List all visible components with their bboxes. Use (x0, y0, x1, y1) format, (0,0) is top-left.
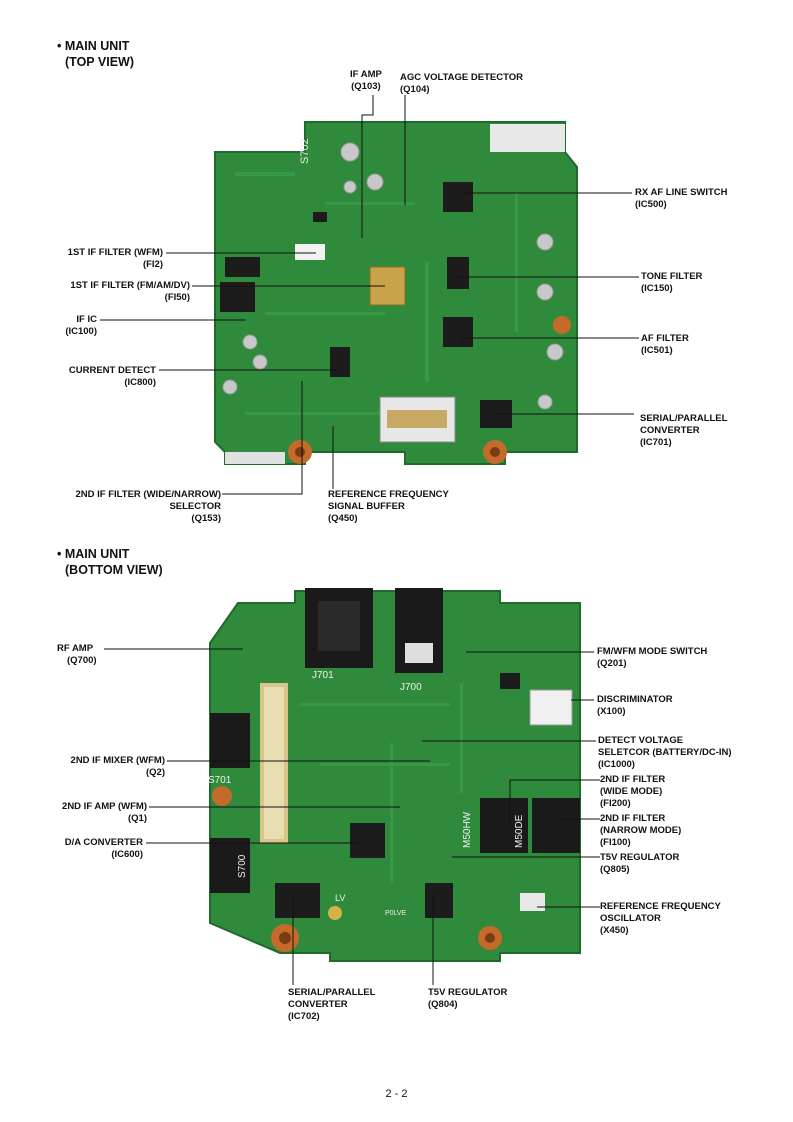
page-number: 2 - 2 (385, 1088, 408, 1100)
top-view-heading: • MAIN UNIT (TOP VIEW) (57, 39, 134, 69)
label-2nd-if-filter-wide: 2ND IF FILTER(WIDE MODE)(FI200) (600, 774, 666, 809)
label-t5v-regulator-q805: T5V REGULATOR(Q805) (600, 852, 680, 875)
silk-s701: S701 (208, 775, 232, 786)
label-af-filter: AF FILTER(IC501) (641, 333, 689, 356)
label-if-ic: IF IC(IC100) (65, 314, 97, 337)
label-fm-wfm-mode-switch: FM/WFM MODE SWITCH(Q201) (597, 646, 708, 669)
main-unit-top-photo: S702 (214, 121, 578, 465)
bottom-view-heading: • MAIN UNIT (BOTTOM VIEW) (57, 547, 163, 577)
label-rf-amp: RF AMP(Q700) (57, 643, 97, 666)
silk-j701: J701 (312, 670, 334, 681)
label-da-converter: D/A CONVERTER(IC600) (64, 837, 143, 860)
label-tone-filter: TONE FILTER(IC150) (641, 271, 703, 294)
label-if-amp: IF AMP(Q103) (350, 69, 382, 92)
main-unit-bottom-photo: J701 J700 S701 S700 M50HW M50DE LV P0LVE (208, 588, 581, 962)
label-1st-if-filter-fm: 1ST IF FILTER (FM/AM/DV)(FI50) (70, 280, 190, 303)
label-rx-af-line-switch: RX AF LINE SWITCH(IC500) (635, 187, 728, 210)
label-2nd-if-filter-selector: 2ND IF FILTER (WIDE/NARROW)SELECTOR(Q153… (75, 489, 221, 524)
silk-s702: S702 (299, 138, 311, 164)
label-discriminator: DISCRIMINATOR(X100) (597, 694, 673, 717)
silk-m50de: M50DE (514, 814, 525, 848)
silk-j700: J700 (400, 682, 422, 693)
label-2nd-if-filter-narrow: 2ND IF FILTER(NARROW MODE)(FI100) (600, 813, 682, 848)
silk-lv: LV (335, 893, 345, 903)
label-current-detect: CURRENT DETECT(IC800) (68, 365, 156, 388)
label-t5v-regulator-q804: T5V REGULATOR(Q804) (428, 987, 508, 1010)
silk-polve: P0LVE (385, 910, 407, 917)
label-2nd-if-mixer: 2ND IF MIXER (WFM)(Q2) (70, 755, 165, 778)
silk-s700: S700 (237, 854, 248, 878)
label-2nd-if-amp: 2ND IF AMP (WFM)(Q1) (62, 801, 147, 824)
silk-m50hw: M50HW (462, 811, 473, 848)
label-agc-voltage-detector: AGC VOLTAGE DETECTOR(Q104) (400, 72, 523, 95)
label-1st-if-filter-wfm: 1ST IF FILTER (WFM)(FI2) (67, 247, 163, 270)
